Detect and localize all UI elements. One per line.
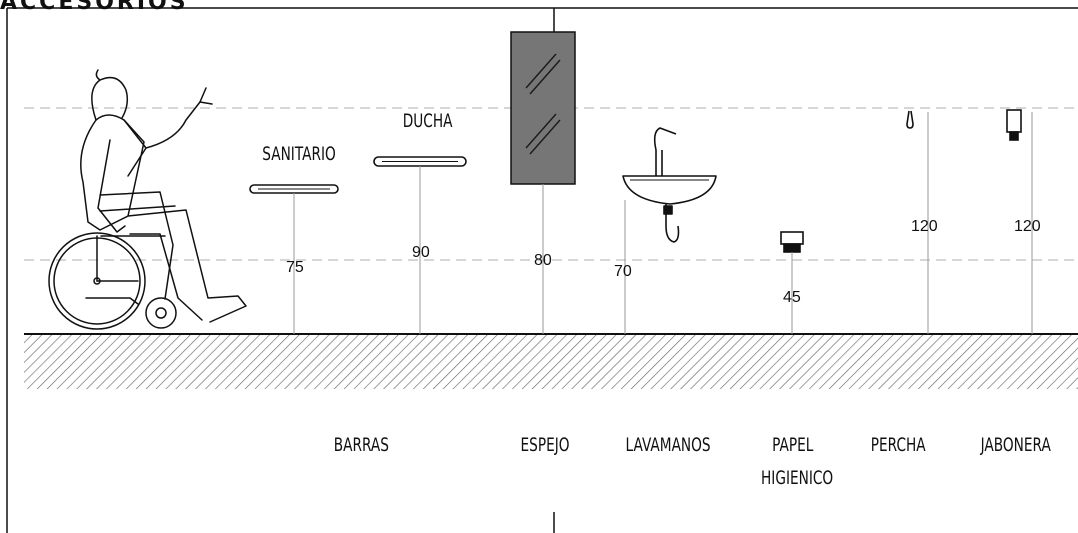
label-lavamanos: LAVAMANOS — [626, 434, 711, 456]
ducha-grab-bar — [373, 156, 467, 167]
mirror-glare-icon — [525, 53, 561, 155]
height-percha: 120 — [911, 218, 938, 235]
label-barras: BARRAS — [334, 434, 389, 456]
height-sanitario: 75 — [286, 259, 304, 276]
label-sanitario: SANITARIO — [262, 143, 335, 165]
frame — [6, 7, 1078, 533]
height-papel: 45 — [783, 289, 801, 306]
papel-higienico-holder-icon — [780, 231, 804, 253]
label-percha: PERCHA — [871, 434, 926, 456]
jabonera-dispenser-icon — [1006, 109, 1022, 141]
percha-hook-icon — [906, 110, 914, 129]
wheelchair-user-figure — [48, 69, 247, 330]
height-lavamanos: 70 — [614, 263, 632, 280]
label-espejo: ESPEJO — [521, 434, 570, 456]
label-papel: PAPEL — [772, 434, 814, 456]
label-jabonera: JABONERA — [980, 434, 1052, 456]
height-ducha: 90 — [412, 244, 430, 261]
sanitario-grab-bar — [249, 184, 339, 194]
label-ducha: DUCHA — [403, 110, 453, 132]
lavamanos-sink-icon — [622, 127, 717, 243]
label-higienico: HIGIENICO — [761, 467, 833, 489]
height-jabonera: 120 — [1014, 218, 1041, 235]
height-espejo: 80 — [534, 252, 552, 269]
floor-hatch — [24, 334, 1078, 389]
espejo-mirror — [510, 31, 576, 185]
